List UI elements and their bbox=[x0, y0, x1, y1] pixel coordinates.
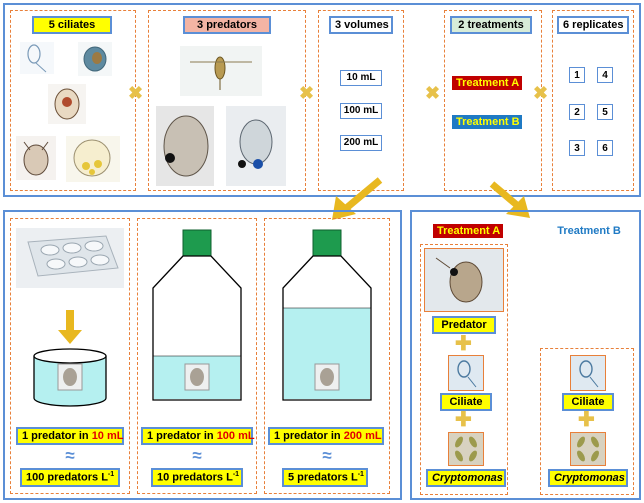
density-text: 100 predators L bbox=[26, 471, 108, 484]
treatments-box bbox=[444, 10, 542, 191]
predator-photo bbox=[424, 248, 504, 312]
density-exponent: -1 bbox=[357, 471, 364, 478]
replicate-4: 4 bbox=[597, 67, 613, 83]
density-column-200 bbox=[264, 218, 390, 494]
approx-symbol: ≈ bbox=[322, 446, 332, 465]
density-column-100 bbox=[137, 218, 257, 494]
ciliate-3 bbox=[48, 84, 86, 124]
volumes-box bbox=[318, 10, 404, 191]
cryptomonas-photo-b bbox=[570, 432, 606, 466]
volume-option-100: 100 mL bbox=[340, 103, 382, 119]
ciliates-label: 5 ciliates bbox=[32, 16, 112, 34]
density-statement-100: 1 predator in 100 mL bbox=[141, 427, 255, 445]
density-exponent: -1 bbox=[107, 471, 115, 478]
well-cup bbox=[33, 348, 107, 407]
treatment-b-column bbox=[540, 348, 634, 495]
multiply-icon: ✖ bbox=[299, 83, 315, 103]
ciliate-label-b: Ciliate bbox=[562, 393, 614, 411]
treatment-panel bbox=[410, 210, 641, 500]
treatment-a-title: Treatment A bbox=[433, 224, 503, 238]
predator-images bbox=[156, 46, 286, 186]
replicates-box bbox=[552, 10, 634, 191]
multiply-icon: ✖ bbox=[533, 83, 549, 103]
ciliate-images bbox=[16, 42, 120, 182]
density-column-10 bbox=[10, 218, 130, 494]
volumes-label: 3 volumes bbox=[329, 16, 393, 34]
factors-panel bbox=[3, 3, 641, 197]
ciliate-1 bbox=[20, 42, 54, 74]
predators-label: 3 predators bbox=[183, 16, 271, 34]
density-statement-10: 1 predator in 10 mL bbox=[16, 427, 124, 445]
treatments-label: 2 treatments bbox=[450, 16, 532, 34]
cryptomonas-label-a: Cryptomonas bbox=[426, 469, 506, 487]
predator-label: Predator bbox=[432, 316, 496, 334]
ciliate-label-a: Ciliate bbox=[440, 393, 492, 411]
density-exponent: -1 bbox=[232, 471, 240, 478]
approx-symbol: ≈ bbox=[192, 446, 202, 465]
predator-1 bbox=[180, 46, 262, 96]
multiply-icon: ✖ bbox=[425, 83, 441, 103]
flask-200-image bbox=[282, 229, 372, 401]
replicate-3: 3 bbox=[569, 140, 585, 156]
density-volume: 10 mL bbox=[91, 430, 124, 442]
ciliate-4 bbox=[16, 136, 56, 180]
density-value-10: 100 predators L-1 bbox=[20, 468, 120, 487]
ciliate-2 bbox=[78, 42, 112, 76]
predator-2 bbox=[156, 106, 214, 186]
density-volume: 100 mL bbox=[216, 430, 255, 442]
treatment-a-option: Treatment A bbox=[452, 76, 522, 90]
treatment-b-option: Treatment B bbox=[452, 115, 522, 129]
flask-100-image bbox=[152, 229, 242, 401]
replicate-1: 1 bbox=[569, 67, 585, 83]
predator-3 bbox=[226, 106, 286, 186]
density-panel bbox=[3, 210, 402, 500]
ciliate-photo-a bbox=[448, 355, 484, 391]
density-prefix: 1 predator in bbox=[22, 430, 92, 442]
density-statement-200: 1 predator in 200 mL bbox=[268, 427, 384, 445]
plus-icon: ✚ bbox=[455, 333, 472, 355]
plus-icon: ✚ bbox=[455, 409, 472, 431]
cryptomonas-label-b: Cryptomonas bbox=[548, 469, 628, 487]
density-prefix: 1 predator in bbox=[274, 430, 344, 442]
density-text: 10 predators L bbox=[157, 471, 233, 484]
volume-option-10: 10 mL bbox=[340, 70, 382, 86]
density-value-200: 5 predators L-1 bbox=[282, 468, 368, 487]
density-text: 5 predators L bbox=[288, 471, 358, 484]
arrow-to-treatments bbox=[489, 181, 530, 218]
treatment-a-column bbox=[420, 244, 508, 495]
approx-symbol: ≈ bbox=[65, 446, 75, 465]
ciliate-5 bbox=[66, 136, 120, 182]
replicate-6: 6 bbox=[597, 140, 613, 156]
multiply-icon: ✖ bbox=[128, 83, 144, 103]
arrow-to-volumes bbox=[332, 177, 383, 220]
ciliate-photo-b bbox=[570, 355, 606, 391]
volume-option-200: 200 mL bbox=[340, 135, 382, 151]
well-plate-image bbox=[16, 228, 124, 407]
density-volume: 200 mL bbox=[343, 430, 382, 442]
ciliates-box bbox=[10, 10, 136, 191]
plus-icon: ✚ bbox=[578, 409, 595, 431]
predators-box bbox=[148, 10, 306, 191]
treatment-b-title: Treatment B bbox=[553, 224, 625, 238]
replicates-label: 6 replicates bbox=[557, 16, 629, 34]
density-prefix: 1 predator in bbox=[147, 430, 217, 442]
cryptomonas-photo-a bbox=[448, 432, 484, 466]
down-arrow-icon bbox=[58, 310, 82, 344]
density-value-100: 10 predators L-1 bbox=[151, 468, 243, 487]
replicate-5: 5 bbox=[597, 104, 613, 120]
replicate-2: 2 bbox=[569, 104, 585, 120]
